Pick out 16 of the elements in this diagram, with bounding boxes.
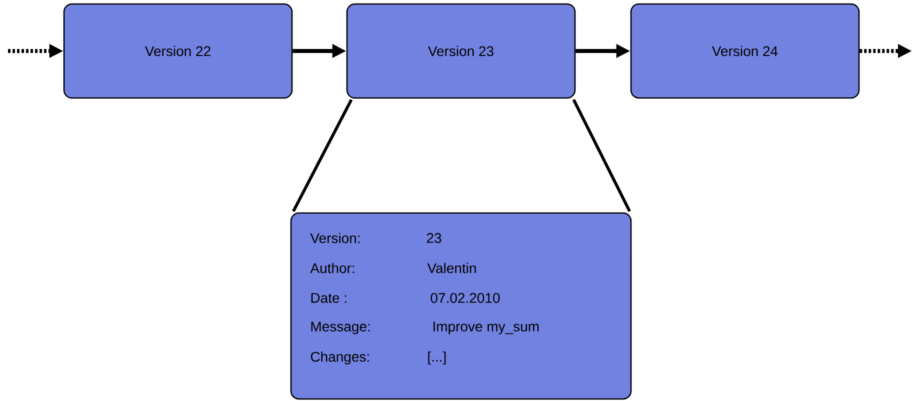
zoom-line xyxy=(572,98,631,212)
field-value: 23 xyxy=(426,233,442,243)
field-label: Version: xyxy=(310,232,360,244)
version-box: Version 24 xyxy=(630,3,860,99)
field-label: Author: xyxy=(310,262,354,274)
field-value: 07.02.2010 xyxy=(430,293,500,303)
field-label: Message: xyxy=(311,322,370,334)
field-value: Valentin xyxy=(427,262,476,274)
field-value: Improve my_sum xyxy=(434,322,539,334)
field-label: Date : xyxy=(311,293,346,303)
zoom-line xyxy=(292,98,353,212)
field-value: [...] xyxy=(428,351,446,364)
detail-box xyxy=(290,212,632,400)
field-label: Changes: xyxy=(310,351,369,364)
version-box: Version 22 xyxy=(63,3,293,99)
version-box: Version 23 xyxy=(346,3,576,99)
